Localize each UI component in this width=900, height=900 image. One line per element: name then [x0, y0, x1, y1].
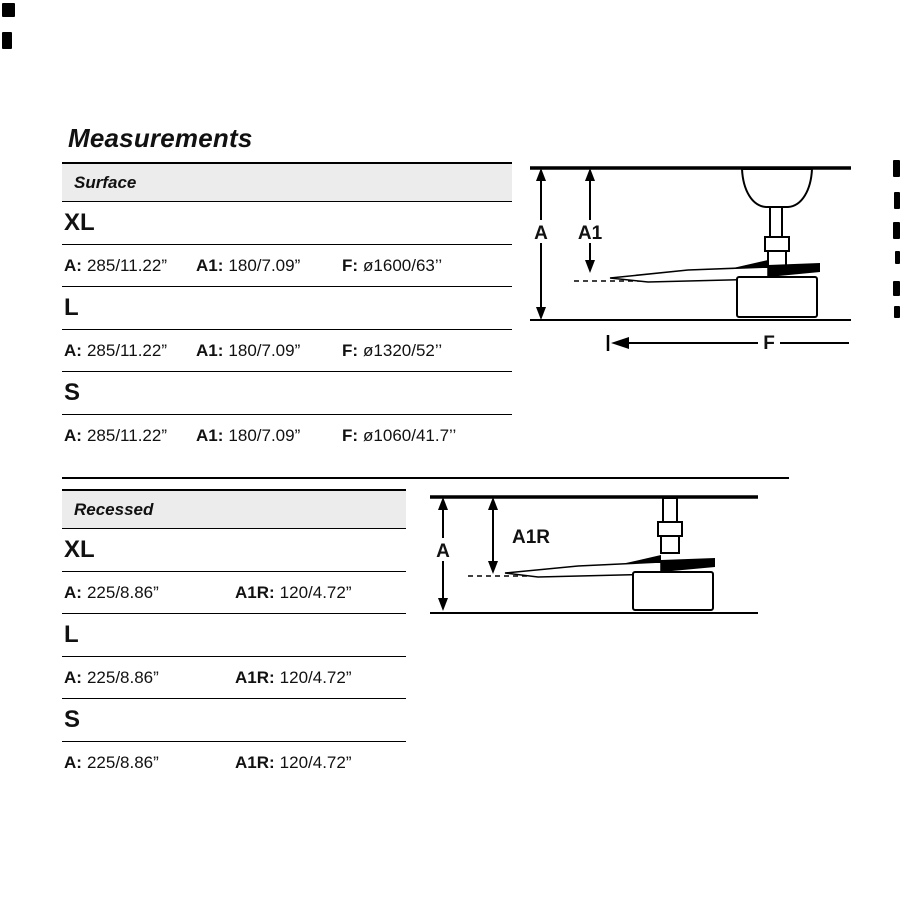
surface-size-s: S	[62, 372, 512, 415]
fan-downrod	[769, 206, 783, 238]
fan-coupler	[657, 521, 683, 537]
label-knockout	[433, 538, 453, 561]
cropped-content-fragment	[895, 251, 900, 264]
dim-label-a: A	[534, 223, 548, 244]
measure-f: F:ø1060/41.7’’	[342, 426, 457, 445]
measure-a: A:285/11.22”	[64, 255, 167, 275]
surface-mount-diagram: A A1 F	[530, 166, 851, 354]
dim-a-arrow-down	[536, 307, 546, 320]
measure-a: A:285/11.22”	[64, 340, 167, 360]
label-knockout	[574, 220, 606, 243]
dim-a1-arrow-down	[585, 260, 595, 273]
fan-motor-body	[736, 276, 818, 318]
cropped-content-fragment	[894, 192, 900, 209]
dim-label-a1r: A1R	[512, 527, 550, 548]
cropped-content-fragment	[893, 222, 900, 239]
page-title: Measurements	[68, 123, 253, 153]
dim-a1r-arrow-up	[488, 497, 498, 510]
dim-a1-arrow-up	[585, 168, 595, 181]
cropped-content-fragment	[2, 32, 12, 49]
dim-f-arrow-left	[611, 337, 629, 349]
dim-label-a: A	[436, 541, 450, 562]
dim-a1r-arrow-down	[488, 561, 498, 574]
size-label: S	[64, 379, 81, 406]
recessed-measurements-l: A:225/8.86” A1R:120/4.72”	[62, 657, 406, 699]
dim-label-a1: A1	[578, 223, 603, 244]
recessed-size-s: S	[62, 699, 406, 742]
surface-section-header: Surface	[62, 162, 512, 202]
fan-hub	[660, 535, 680, 554]
measure-a1: A1:180/7.09”	[196, 340, 301, 360]
surface-spec-table: Surface XL A:285/11.22” A1:180/7.09” F:ø…	[62, 162, 512, 457]
measure-a: A:225/8.86”	[64, 582, 159, 602]
surface-measurements-s: A:285/11.22” A1:180/7.09” F:ø1060/41.7’’	[62, 415, 512, 457]
measure-f: F:ø1320/52’’	[342, 340, 443, 360]
fan-canopy	[740, 168, 814, 208]
size-label: L	[64, 294, 79, 321]
fan-coupler	[764, 236, 790, 252]
fan-blade-right	[661, 558, 715, 572]
cropped-content-fragment	[893, 281, 900, 296]
fan-blade-front	[626, 555, 661, 563]
dim-a-arrow-up	[536, 168, 546, 181]
cropped-content-fragment	[893, 160, 900, 177]
recessed-mount-diagram: A A1R	[430, 495, 758, 614]
dim-a-arrow-up	[438, 497, 448, 510]
size-label: S	[64, 706, 81, 733]
recessed-size-xl: XL	[62, 529, 406, 572]
label-knockout	[531, 220, 551, 243]
label-knockout	[758, 331, 780, 354]
size-label: XL	[64, 536, 95, 563]
dim-a-arrow-down	[438, 598, 448, 611]
fan-downrod	[662, 497, 678, 523]
recessed-section-header: Recessed	[62, 489, 406, 529]
measure-a1: A1:180/7.09”	[196, 426, 301, 445]
cropped-content-fragment	[894, 306, 900, 318]
measure-a1r: A1R:120/4.72”	[235, 582, 352, 602]
fan-blade-right	[768, 263, 820, 277]
surface-size-xl: XL	[62, 202, 512, 245]
measure-a1r: A1R:120/4.72”	[235, 667, 352, 687]
fan-blade-front	[733, 260, 768, 268]
measure-f: F:ø1600/63’’	[342, 255, 443, 275]
section-separator-line	[62, 477, 789, 479]
recessed-measurements-s: A:225/8.86” A1R:120/4.72”	[62, 742, 406, 784]
measure-a: A:225/8.86”	[64, 753, 159, 772]
measure-a: A:285/11.22”	[64, 426, 167, 445]
fan-motor-body	[632, 571, 714, 611]
measure-a: A:225/8.86”	[64, 667, 159, 687]
recessed-measurements-xl: A:225/8.86” A1R:120/4.72”	[62, 572, 406, 614]
cropped-content-fragment	[2, 3, 15, 17]
recessed-spec-table: Recessed XL A:225/8.86” A1R:120/4.72” L …	[62, 489, 406, 784]
surface-measurements-l: A:285/11.22” A1:180/7.09” F:ø1320/52’’	[62, 330, 512, 372]
measure-a1: A1:180/7.09”	[196, 255, 301, 275]
surface-size-l: L	[62, 287, 512, 330]
size-label: XL	[64, 209, 95, 236]
dim-label-f: F	[763, 333, 775, 354]
measure-a1r: A1R:120/4.72”	[235, 753, 352, 772]
surface-measurements-xl: A:285/11.22” A1:180/7.09” F:ø1600/63’’	[62, 245, 512, 287]
size-label: L	[64, 621, 79, 648]
recessed-size-l: L	[62, 614, 406, 657]
